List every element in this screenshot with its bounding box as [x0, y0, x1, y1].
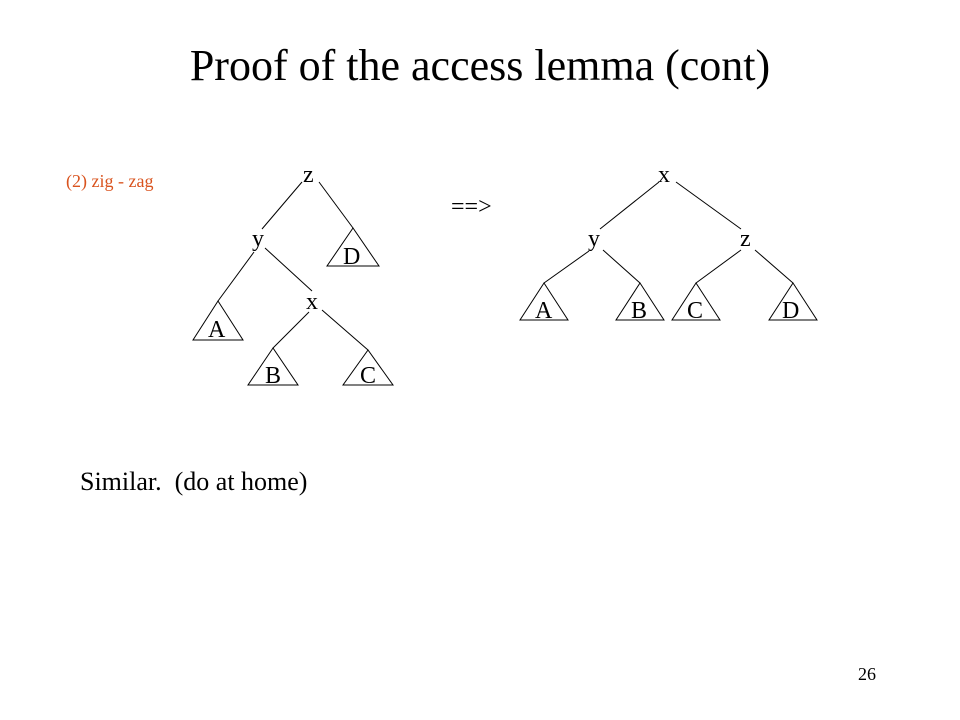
subtree-triangle-D [768, 282, 818, 321]
subtree-triangle-C [342, 349, 394, 386]
case-label: (2) zig - zag [66, 171, 154, 191]
subtree-label: C [687, 298, 703, 324]
edge-x-z [675, 181, 742, 230]
edge-y-A [217, 251, 255, 302]
node-label: z [740, 226, 751, 252]
edge-z-y [261, 181, 303, 230]
subtree-label: D [782, 298, 799, 324]
note-text: Similar. (do at home) [80, 467, 308, 496]
edge-z-D [318, 181, 354, 229]
subtree-triangle-D [326, 227, 380, 267]
edge-x-C [321, 309, 369, 351]
subtree-triangle-C [671, 282, 721, 321]
subtree-label: A [208, 317, 226, 343]
subtree-label: C [360, 363, 376, 389]
subtree-triangle-A [192, 300, 244, 341]
node-label: x [658, 162, 670, 188]
edge-y-B [602, 249, 641, 284]
subtree-triangle-B [615, 282, 665, 321]
subtree-label: D [343, 244, 360, 270]
node-label: y [252, 226, 264, 252]
node-label: y [588, 226, 600, 252]
page-number: 26 [858, 664, 876, 684]
node-label: x [306, 289, 318, 315]
subtree-triangle-A [519, 282, 569, 321]
slide-title: Proof of the access lemma (cont) [189, 41, 771, 90]
edge-z-D [754, 249, 794, 284]
before-tree: z y x A B C D [192, 162, 394, 389]
edge-y-A [543, 250, 590, 284]
edge-y-x [264, 247, 313, 292]
node-label: z [303, 162, 314, 188]
subtree-label: B [631, 298, 647, 324]
edge-z-C [695, 249, 742, 284]
edge-x-B [272, 311, 310, 349]
transform-arrow: ==> [451, 194, 492, 220]
subtree-label: B [265, 363, 281, 389]
edge-x-y [599, 181, 660, 230]
subtree-triangle-B [247, 347, 299, 386]
after-tree: x y z A B C D [519, 162, 818, 324]
subtree-label: A [535, 298, 553, 324]
